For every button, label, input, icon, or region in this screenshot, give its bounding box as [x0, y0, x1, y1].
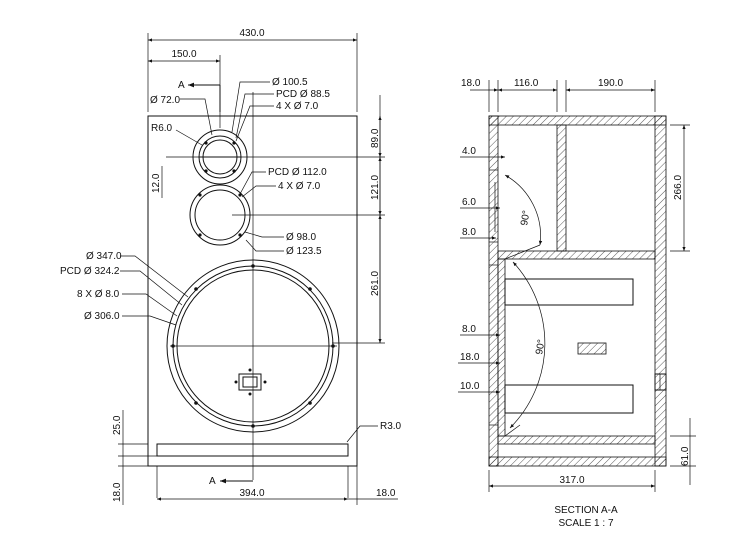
dim-d123: Ø 123.5	[286, 246, 322, 257]
dim-l10: 10.0	[460, 381, 480, 392]
dim-l6: 6.0	[462, 197, 476, 208]
dim-l4: 4.0	[462, 146, 476, 157]
dim-pcd324: PCD Ø 324.2	[60, 266, 120, 277]
dim-d98: Ø 98.0	[286, 232, 316, 243]
angle-1: 90°	[519, 210, 532, 227]
dim-holes4a: 4 X Ø 7.0	[276, 101, 319, 112]
dim-r3: R3.0	[380, 421, 402, 432]
woofer-cutout	[166, 259, 340, 433]
dim-12: 12.0	[151, 173, 162, 193]
dim-18v: 18.0	[112, 482, 123, 502]
bottom-panel	[488, 456, 667, 467]
dim-d72: Ø 72.0	[150, 95, 180, 106]
front-baffle	[488, 115, 499, 467]
dim-offset: 150.0	[171, 49, 196, 60]
cabinet-outline	[147, 115, 358, 467]
plinth	[156, 443, 349, 457]
dim-l18: 18.0	[460, 352, 480, 363]
inner-divider	[556, 124, 567, 252]
dim-261: 261.0	[370, 271, 381, 296]
dim-18h: 18.0	[376, 488, 396, 499]
section-title: SECTION A-A	[554, 505, 618, 516]
dim-l8b: 8.0	[462, 324, 476, 335]
dim-t116: 116.0	[514, 78, 539, 89]
section-scale: SCALE 1 : 7	[558, 518, 613, 529]
dim-d100: Ø 100.5	[272, 77, 308, 88]
dim-d306: Ø 306.0	[84, 311, 120, 322]
dim-r6: R6.0	[151, 123, 173, 134]
angle-2: 90°	[534, 339, 547, 356]
dim-317: 317.0	[559, 475, 584, 486]
top-panel	[488, 115, 667, 126]
front-view: 430.0 150.0 A Ø 72.0 Ø 100.5 PCD Ø 88.5 …	[60, 28, 402, 505]
dim-d347: Ø 347.0	[86, 251, 122, 262]
rear-panel	[654, 115, 667, 467]
lower-shelf	[497, 435, 656, 445]
dim-t190: 190.0	[598, 78, 623, 89]
midrange-cutout	[189, 184, 251, 246]
dim-holes8: 8 X Ø 8.0	[77, 289, 120, 300]
dim-width: 430.0	[239, 28, 264, 39]
tweeter-cutout	[192, 129, 248, 185]
mid-shelf	[497, 250, 656, 260]
dim-121: 121.0	[370, 175, 381, 200]
dim-pcd88: PCD Ø 88.5	[276, 89, 330, 100]
dim-pcd112: PCD Ø 112.0	[268, 167, 327, 178]
section-marker-bottom: A	[209, 476, 216, 487]
dim-holes4b: 4 X Ø 7.0	[278, 181, 321, 192]
terminal-section	[577, 342, 607, 355]
dim-61: 61.0	[680, 446, 691, 466]
dim-394: 394.0	[239, 488, 264, 499]
dim-l8a: 8.0	[462, 227, 476, 238]
dim-t18: 18.0	[461, 78, 481, 89]
section-view: 90° 90° 18.0 116.0 190.0 266.0 4.0 6.0 8…	[458, 78, 696, 529]
section-marker-top: A	[178, 80, 185, 91]
inner-baffle	[497, 258, 506, 437]
dim-25: 25.0	[112, 415, 123, 435]
dim-266: 266.0	[673, 175, 684, 200]
dim-89: 89.0	[370, 128, 381, 148]
